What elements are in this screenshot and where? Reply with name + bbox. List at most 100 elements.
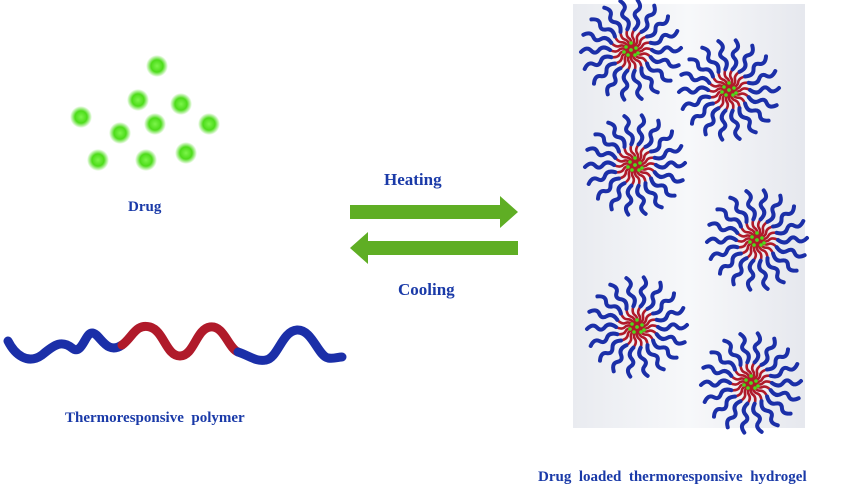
micelle-drug-dot bbox=[642, 328, 646, 332]
micelle-core-arm bbox=[758, 237, 780, 243]
micelle-corona-arm bbox=[586, 169, 618, 186]
micelle-drug-dot bbox=[744, 378, 748, 382]
micelle-corona-arm bbox=[651, 338, 679, 360]
drug-dot bbox=[144, 113, 166, 135]
micelle-core-arm bbox=[636, 162, 658, 168]
micelle-corona-arm bbox=[752, 331, 763, 365]
micelle-corona-arm bbox=[625, 345, 636, 379]
micelle-corona-arm bbox=[680, 94, 712, 111]
micelle-core-arm bbox=[734, 237, 756, 243]
micelle-drug-dot bbox=[633, 53, 637, 57]
micelle-corona-arm bbox=[730, 38, 741, 72]
micelle-core-arm bbox=[739, 225, 757, 240]
drug-dot bbox=[109, 122, 131, 144]
micelle-corona-arm bbox=[589, 17, 617, 39]
micelle-corona-arm bbox=[679, 71, 712, 85]
micelle-drug-dot bbox=[755, 238, 759, 242]
micelle-drug-dot bbox=[760, 236, 764, 240]
micelle-core-arm bbox=[733, 368, 751, 383]
micelle-corona-arm bbox=[737, 43, 755, 74]
micelle-corona-arm bbox=[728, 195, 749, 224]
micelle-corona-arm bbox=[757, 258, 770, 291]
micelle-drug-dot bbox=[635, 318, 639, 322]
micelle-corona-arm bbox=[746, 69, 778, 86]
micelle-corona-arm bbox=[722, 338, 743, 367]
micelle bbox=[705, 188, 809, 292]
micelle-core-arm bbox=[619, 30, 631, 49]
drug-dot bbox=[170, 93, 192, 115]
micelle-drug-dot bbox=[724, 93, 728, 97]
micelle-corona-arm bbox=[622, 114, 635, 147]
micelle-core-arm bbox=[752, 380, 774, 386]
micelle-corona-arm bbox=[703, 106, 721, 137]
micelle-core-arm bbox=[635, 145, 647, 164]
micelle bbox=[579, 0, 683, 102]
micelle-drug-dot bbox=[624, 45, 628, 49]
micelle-corona-arm bbox=[639, 66, 660, 95]
micelle-corona-arm bbox=[745, 258, 756, 292]
cooling-arrow bbox=[350, 232, 518, 264]
micelle-drug-dot bbox=[748, 240, 752, 244]
micelle-corona-arm bbox=[751, 401, 764, 434]
micelle-corona-arm bbox=[585, 322, 618, 332]
micelle-drug-dot bbox=[754, 379, 758, 383]
micelle-drug-dot bbox=[750, 235, 754, 239]
micelle-drug-dot bbox=[727, 81, 731, 85]
drug-dot bbox=[198, 113, 220, 135]
micelle-corona-arm bbox=[743, 101, 771, 123]
micelle-corona-arm bbox=[716, 39, 729, 72]
polymer-label: Thermoresponsive polymer bbox=[65, 410, 245, 426]
micelle-corona-arm bbox=[652, 170, 685, 184]
micelle-corona-arm bbox=[765, 394, 793, 416]
micelle-corona-arm bbox=[729, 108, 742, 141]
micelle-drug-dot bbox=[731, 93, 735, 97]
micelle-corona-arm bbox=[645, 61, 673, 83]
micelle-corona-arm bbox=[768, 362, 800, 379]
micelle-corona-arm bbox=[648, 29, 680, 46]
micelle-drug-dot bbox=[633, 156, 637, 160]
micelle-corona-arm bbox=[637, 345, 650, 378]
micelle-corona-arm bbox=[609, 181, 627, 212]
micelle-drug-dot bbox=[753, 386, 757, 390]
micelle-corona-arm bbox=[643, 118, 661, 149]
micelle-core-arm bbox=[730, 87, 752, 93]
micelle bbox=[585, 275, 689, 379]
micelle bbox=[583, 113, 687, 217]
micelle-core-arm bbox=[623, 145, 635, 164]
micelle-drug-dot bbox=[742, 383, 746, 387]
micelle-corona-arm bbox=[774, 245, 807, 259]
micelle-corona-arm bbox=[748, 85, 781, 95]
micelle-corona-arm bbox=[758, 188, 769, 222]
micelle-core-arm bbox=[739, 363, 751, 382]
micelle-corona-arm bbox=[593, 132, 621, 154]
micelle-corona-arm bbox=[707, 221, 740, 235]
drug-particles bbox=[70, 55, 220, 171]
micelle-drug-dot bbox=[638, 161, 642, 165]
micelle-drug-dot bbox=[637, 168, 641, 172]
micelle-core-arm bbox=[612, 162, 634, 168]
micelle-core-arm bbox=[727, 91, 735, 112]
micelle-core-arm bbox=[757, 241, 769, 260]
micelle-core-arm bbox=[635, 166, 647, 185]
micelle-corona-arm bbox=[597, 338, 623, 363]
micelle-corona-arm bbox=[715, 207, 743, 229]
micelle-drug-dot bbox=[640, 166, 644, 170]
micelle-core-arm bbox=[756, 218, 762, 239]
micelle-drug-dot bbox=[734, 91, 738, 95]
micelle-corona-arm bbox=[579, 45, 612, 55]
micelle-drug-dot bbox=[749, 381, 753, 385]
micelle-corona-arm bbox=[595, 176, 621, 201]
polymer-red-segment bbox=[117, 321, 243, 361]
micelle-corona-arm bbox=[651, 291, 677, 316]
micelle-core-arm bbox=[630, 28, 636, 49]
micelle-core-arm bbox=[745, 220, 757, 239]
micelle-corona-arm bbox=[618, 0, 631, 32]
micelle-core-arm bbox=[717, 70, 729, 89]
micelle-drug-dot bbox=[636, 51, 640, 55]
micelle-core-arm bbox=[749, 384, 757, 405]
micelle-drug-dot bbox=[746, 386, 750, 390]
micelle-corona-arm bbox=[652, 144, 684, 161]
micelle-drug-dot bbox=[732, 86, 736, 90]
micelle-core-arm bbox=[750, 361, 756, 382]
micelle-corona-arm bbox=[774, 219, 806, 236]
